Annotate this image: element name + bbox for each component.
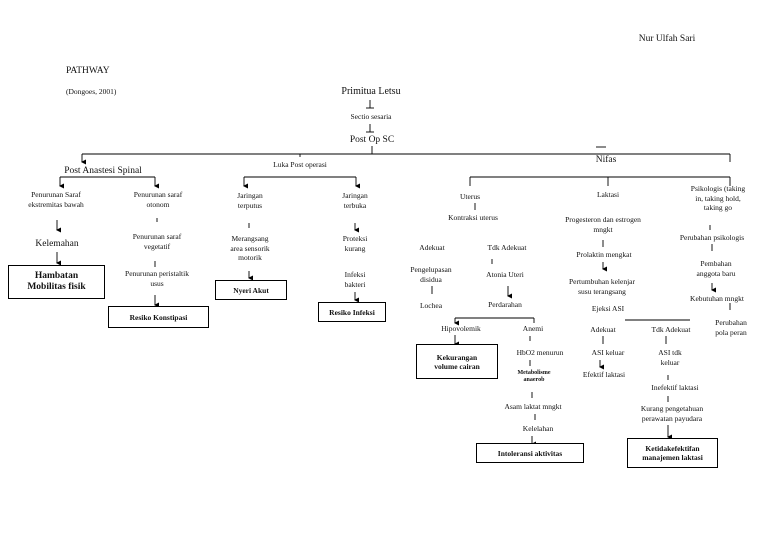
node-merangsang: Merangsang area sensorik motorik: [230, 234, 270, 262]
node-kebutuhan-mngkt: Kebutuhan mngkt: [690, 294, 744, 303]
node-laktasi-tdk-adekuat: Tdk Adekuat: [651, 325, 691, 334]
node-jaringan-terbuka: Jaringan terbuka: [342, 191, 368, 210]
node-post-anastesi: Post Anastesi Spinal: [64, 166, 142, 176]
node-hbo2-menurun: HbO2 menurun: [516, 348, 564, 357]
node-metabolisme-anaerob: Metabolisme anaerob: [517, 370, 551, 383]
node-penurunan-saraf-otonom: Penurunan saraf otonom: [133, 190, 183, 209]
node-pertumbuhan-kelenjar: Pertumbuhan kelenjar susu terangsang: [568, 277, 636, 296]
node-kelelahan: Kelelahan: [522, 424, 554, 433]
node-jaringan-terputus: Jaringan terputus: [237, 191, 263, 210]
node-laktasi: Laktasi: [596, 190, 620, 199]
node-pengelupasan-disidua: Pengelupasan disidua: [410, 265, 452, 284]
node-penurunan-saraf-vegetatif: Penurunan saraf vegetatif: [132, 232, 182, 251]
node-pola-peran: Perubahan pola peran: [715, 318, 747, 337]
node-primitua: Primitua Letsu: [341, 86, 401, 97]
diagnosis-resiko-konstipasi: Resiko Konstipasi: [108, 306, 209, 328]
node-hipovolemik: Hipovolemik: [441, 324, 481, 333]
node-uterus-adekuat: Adekuat: [419, 243, 445, 252]
node-asi-keluar: ASI keluar: [591, 348, 625, 357]
node-kelemahan: Kelemahan: [35, 239, 79, 249]
node-asam-laktat: Asam laktat mngkt: [504, 402, 562, 411]
node-prolaktin: Prolaktin mengkat: [576, 250, 632, 259]
author-name: Nur Ulfah Sari: [638, 34, 696, 44]
node-psikologis: Psikologis (taking in, taking hold, taki…: [690, 184, 746, 212]
diagnosis-ketidakefektifan-laktasi: Ketidakefektifan manajemen laktasi: [627, 438, 718, 468]
node-atonia-uteri: Atonia Uteri: [486, 270, 524, 279]
node-kurang-pengetahuan: Kurang pengetahuan perawatan payudara: [640, 404, 704, 423]
node-uterus-tdk-adekuat: Tdk Adekuat: [487, 243, 527, 252]
node-efektif-laktasi: Efektif laktasi: [582, 370, 626, 379]
source-citation: (Dongoes, 2001): [66, 87, 117, 96]
node-post-op: Post Op SC: [349, 135, 395, 145]
diagnosis-kekurangan-volume-cairan: Kekurangan volume cairan: [416, 344, 498, 379]
diagnosis-resiko-infeksi: Resiko Infeksi: [318, 302, 386, 322]
node-penurunan-saraf-bawah: Penurunan Saraf ekstremitas bawah: [28, 190, 84, 209]
node-asi-tdk-keluar: ASI tdk keluar: [658, 348, 682, 367]
node-lochea: Lochea: [419, 301, 443, 310]
node-anemi: Anemi: [522, 324, 544, 333]
node-ejeksi-asi: Ejeksi ASI: [591, 304, 625, 313]
node-uterus: Uterus: [460, 192, 480, 201]
node-kontraksi-uterus: Kontraksi uterus: [448, 213, 498, 222]
node-laktasi-adekuat: Adekuat: [590, 325, 616, 334]
node-anggota-baru: Pembahan anggota baru: [696, 259, 736, 278]
node-perubahan-psikologis: Perubahan psikologis: [679, 233, 745, 242]
node-nifas: Nifas: [595, 155, 617, 165]
diagnosis-nyeri-akut: Nyeri Akut: [215, 280, 287, 300]
diagnosis-hambatan-mobilitas: Hambatan Mobilitas fisik: [8, 265, 105, 299]
node-inefektif-laktasi: Inefektif laktasi: [651, 383, 699, 392]
node-proteksi-kurang: Proteksi kurang: [342, 234, 368, 253]
node-progesteron: Progesteron dan estrogen mngkt: [565, 215, 641, 234]
node-perdarahan: Perdarahan: [488, 300, 522, 309]
node-sectio: Sectio sesaria: [350, 112, 392, 121]
node-penurunan-peristaltik: Penurunan peristaltik usus: [125, 269, 189, 288]
page-heading: PATHWAY: [66, 66, 110, 76]
node-luka-post-operasi: Luka Post operasi: [273, 160, 327, 169]
diagnosis-intoleransi-aktivitas: Intoleransi aktivitas: [476, 443, 584, 463]
node-infeksi-bakteri: Infeksi bakteri: [344, 270, 366, 289]
